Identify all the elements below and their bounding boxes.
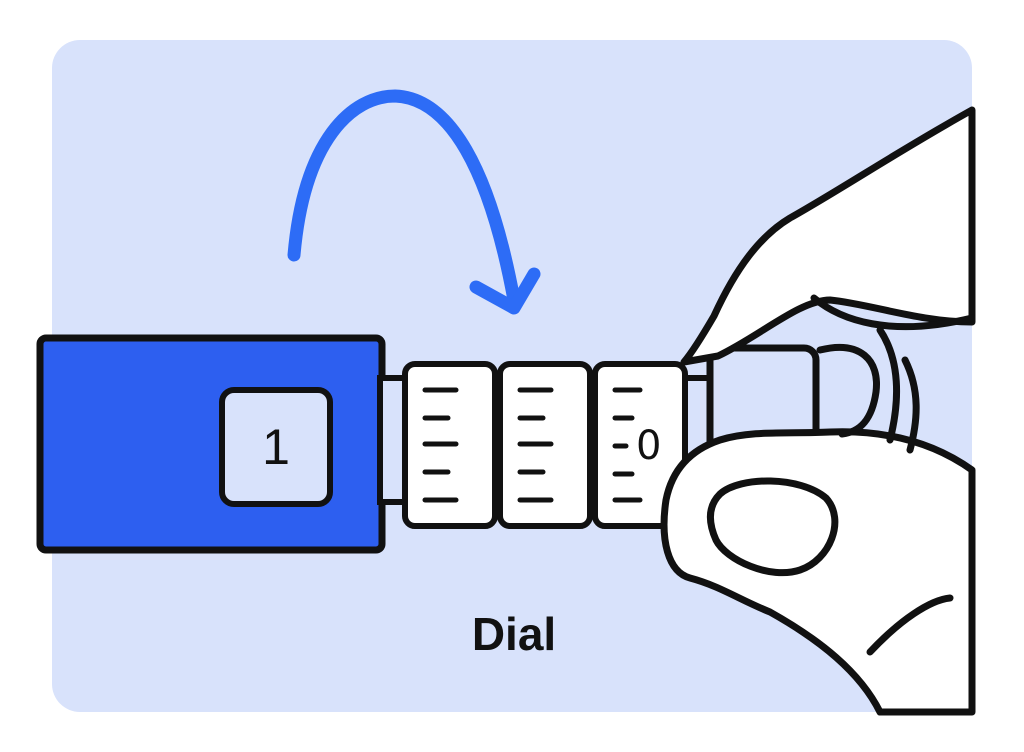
dial-segment bbox=[402, 361, 498, 529]
caption-label: Dial bbox=[471, 608, 557, 660]
dial-number: 0 bbox=[636, 423, 662, 469]
dose-window-number: 1 bbox=[262, 419, 290, 475]
curved-arrow-icon bbox=[287, 89, 541, 315]
dial-segment bbox=[497, 361, 593, 529]
dose-window bbox=[219, 387, 333, 507]
dial-segment bbox=[592, 361, 688, 529]
hand bbox=[660, 106, 976, 716]
